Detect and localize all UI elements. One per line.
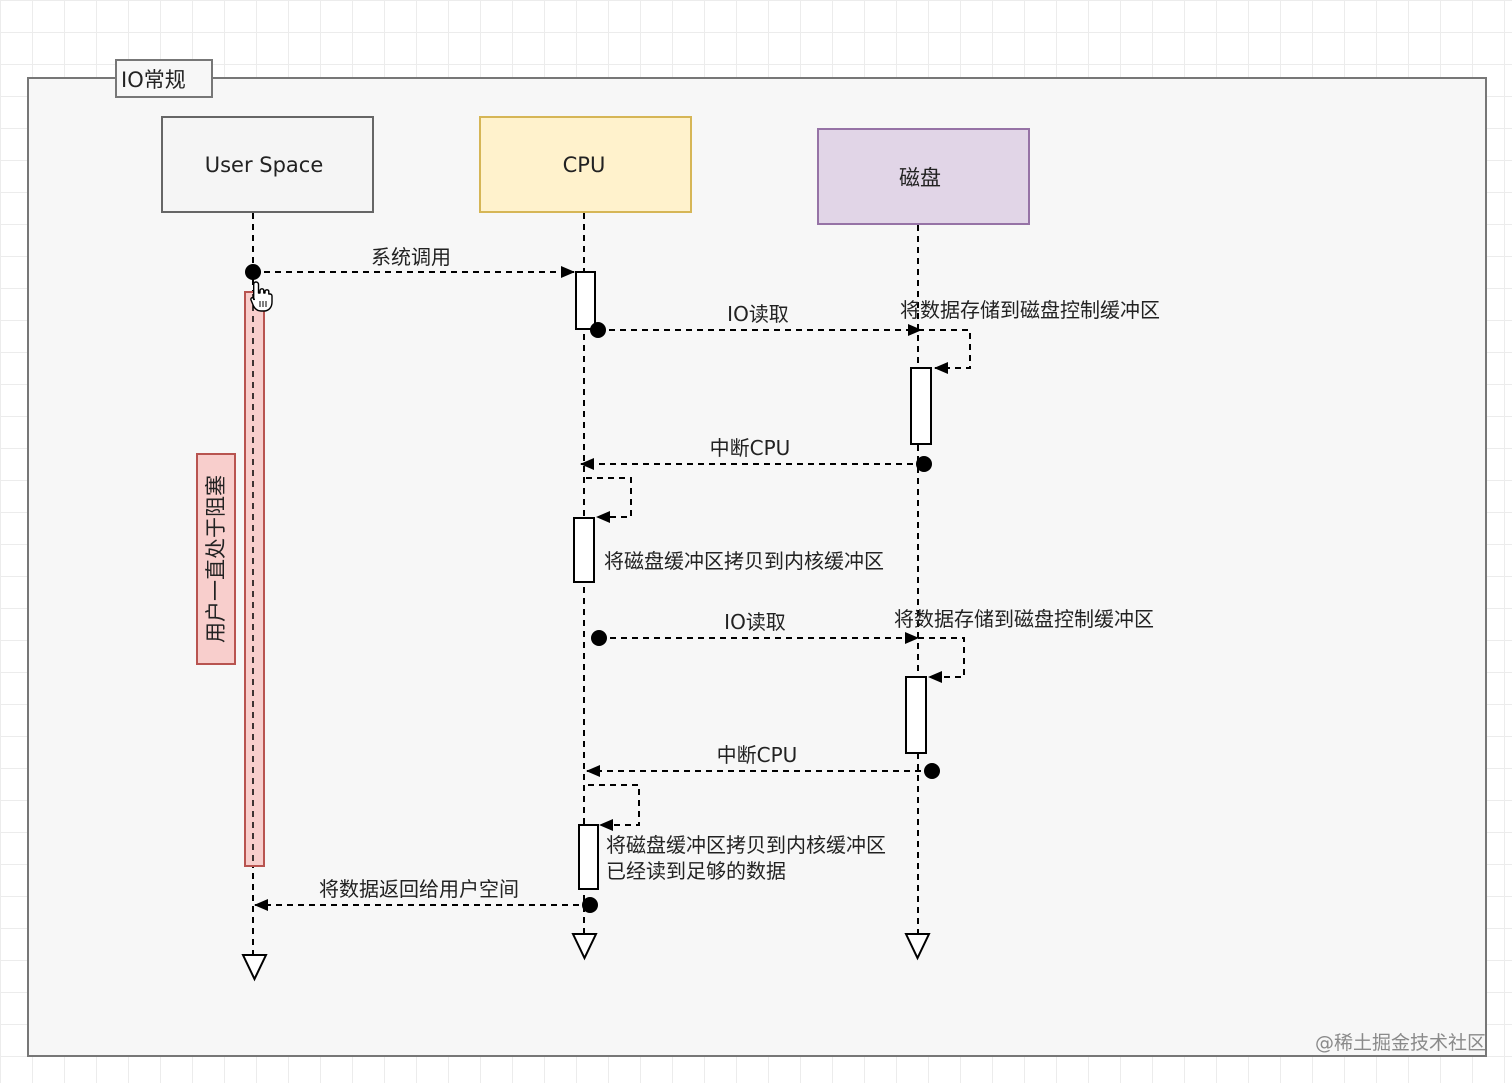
participant-disk[interactable]: 磁盘 [817,128,1030,225]
cpu-activation-1[interactable] [575,271,596,330]
message-store-buffer-2-label: 将数据存储到磁盘控制缓冲区 [894,607,1154,631]
lifeline-end-disk [904,933,931,961]
message-store-buffer-1-label: 将数据存储到磁盘控制缓冲区 [900,298,1160,322]
participant-cpu-label: CPU [563,153,606,177]
participant-user-space-label: User Space [205,153,324,177]
message-copy-kernel-1[interactable]: 将磁盘缓冲区拷贝到内核缓冲区 [586,477,884,573]
message-io-read-2-label: IO读取 [724,610,786,634]
user-activation-bar[interactable] [244,291,265,867]
frame-title: IO常规 [121,68,186,92]
blocking-note-label: 用户一直处于阻塞 [204,475,228,643]
message-interrupt-cpu-2[interactable]: 中断CPU [586,743,940,779]
cpu-activation-2[interactable] [573,517,595,583]
cpu-activation-3[interactable] [578,824,599,890]
message-io-read-2[interactable]: IO读取 [591,610,919,646]
lifeline-end-cpu [571,933,598,961]
message-store-buffer-1[interactable]: 将数据存储到磁盘控制缓冲区 [900,298,1160,374]
message-store-buffer-2[interactable]: 将数据存储到磁盘控制缓冲区 [894,607,1154,683]
message-io-read-1[interactable]: IO读取 [590,302,922,338]
watermark: @稀土掘金技术社区 [1314,1032,1486,1054]
message-interrupt-cpu-1-label: 中断CPU [710,436,791,460]
message-copy-kernel-2-label-line1: 将磁盘缓冲区拷贝到内核缓冲区 [606,833,886,857]
message-return-to-user-label: 将数据返回给用户空间 [319,877,519,901]
disk-activation-1[interactable] [910,367,932,445]
disk-activation-2[interactable] [905,676,927,754]
message-copy-kernel-2-label-line2: 已经读到足够的数据 [606,859,786,883]
participant-user-space[interactable]: User Space [161,116,374,213]
lifeline-end-user-space [241,954,268,982]
message-interrupt-cpu-2-label: 中断CPU [717,743,798,767]
message-io-read-1-label: IO读取 [727,302,789,326]
message-return-to-user[interactable]: 将数据返回给用户空间 [254,877,598,913]
message-copy-kernel-1-label: 将磁盘缓冲区拷贝到内核缓冲区 [604,549,884,573]
message-interrupt-cpu-1[interactable]: 中断CPU [580,436,932,472]
message-system-call-label: 系统调用 [371,245,451,269]
message-copy-kernel-2[interactable]: 将磁盘缓冲区拷贝到内核缓冲区 已经读到足够的数据 [588,784,886,883]
message-system-call[interactable]: 系统调用 [245,245,575,280]
frame-box [27,77,1487,1057]
participant-cpu[interactable]: CPU [479,116,692,213]
frame-title-tab [115,59,213,98]
hand-cursor-icon [250,281,273,312]
participant-disk-label: 磁盘 [899,166,941,190]
blocking-note[interactable]: 用户一直处于阻塞 [196,453,236,665]
